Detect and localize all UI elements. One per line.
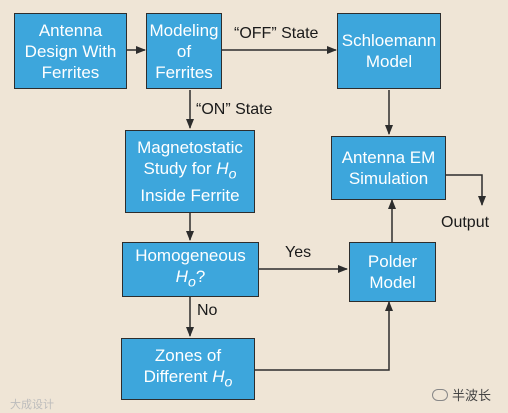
box-modeling-of-ferrites: Modeling of Ferrites — [146, 13, 222, 89]
box-antenna-design: Antenna Design With Ferrites — [14, 13, 127, 89]
wechat-icon — [432, 388, 448, 401]
arrow-zones-to-polder — [255, 301, 393, 371]
label-output: Output — [441, 214, 490, 231]
box-homogeneous-ho: Homogeneous Ho? — [122, 242, 259, 297]
watermark-right: 半波长 — [432, 385, 491, 404]
box-antenna-em-simulation: Antenna EM Simulation — [331, 136, 446, 200]
box-schloemann-model: Schloemann Model — [337, 13, 441, 89]
label-on-state: “ON” State — [196, 101, 273, 118]
box-magnetostatic-study: Magnetostatic Study for Ho Inside Ferrit… — [125, 130, 255, 213]
watermark-left: 大成设计 — [10, 399, 54, 411]
label-yes: Yes — [285, 244, 312, 261]
label-off-state: “OFF” State — [234, 25, 319, 42]
box-zones-of-different-ho: Zones of Different Ho — [121, 338, 255, 400]
label-no: No — [197, 302, 218, 319]
arrow-em-to-output — [446, 174, 486, 206]
box-polder-model: Polder Model — [349, 242, 436, 302]
